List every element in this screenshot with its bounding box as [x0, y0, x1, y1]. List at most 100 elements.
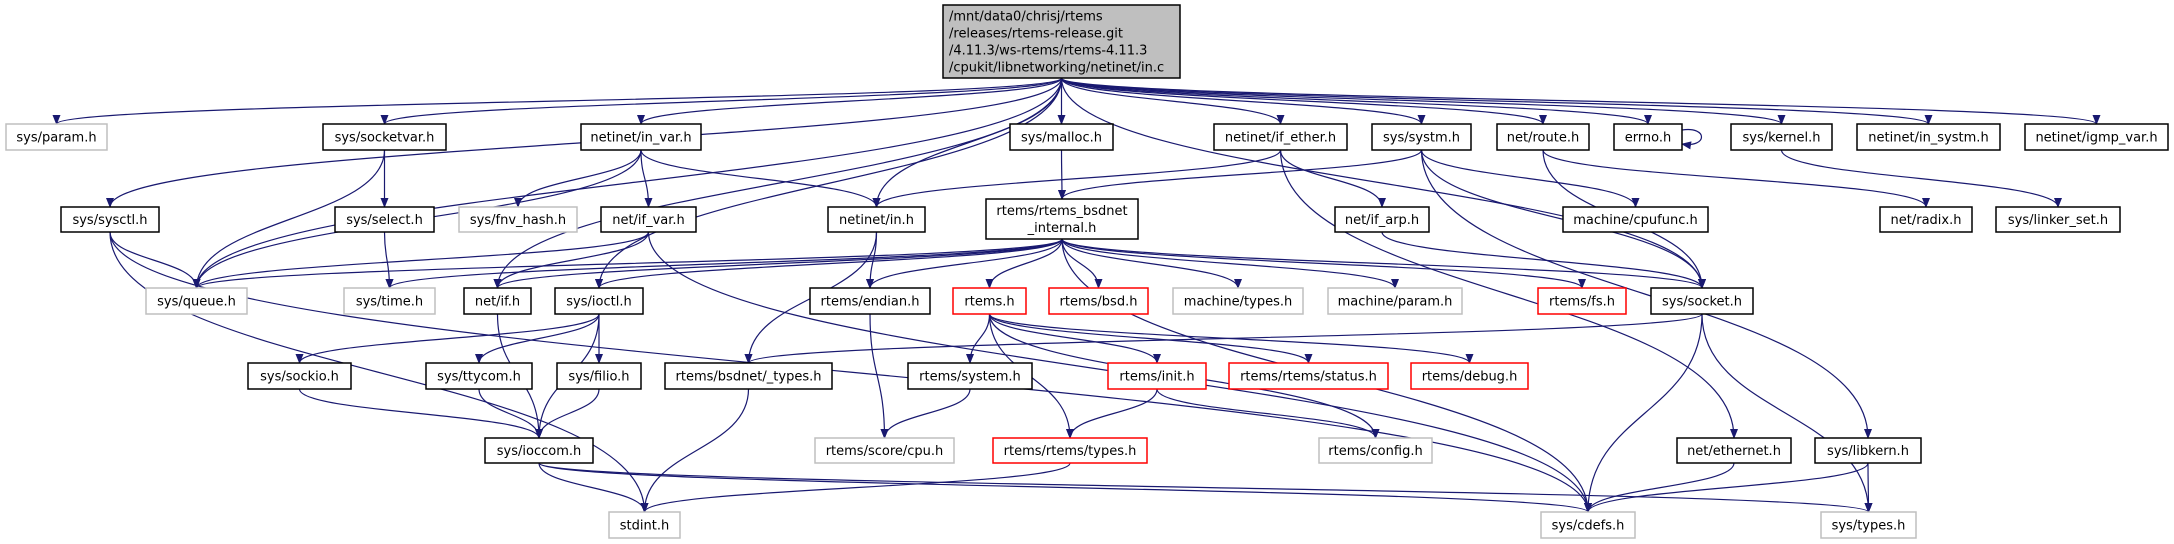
- node-box[interactable]: [1496, 123, 1590, 151]
- node-box[interactable]: [247, 362, 352, 390]
- node-fs[interactable]: rtems/fs.h: [1537, 287, 1627, 315]
- node-box[interactable]: [1540, 511, 1636, 539]
- node-box[interactable]: [827, 206, 926, 233]
- node-sysctl[interactable]: sys/sysctl.h: [60, 206, 160, 233]
- node-in_var[interactable]: netinet/in_var.h: [580, 123, 702, 151]
- node-cdefs[interactable]: sys/cdefs.h: [1540, 511, 1636, 539]
- node-box[interactable]: [1730, 123, 1833, 151]
- node-box[interactable]: [985, 198, 1139, 240]
- node-select[interactable]: sys/select.h: [334, 206, 435, 233]
- node-box[interactable]: [5, 123, 108, 151]
- node-ttycom[interactable]: sys/ttycom.h: [425, 362, 533, 390]
- node-cpu[interactable]: rtems/score/cpu.h: [814, 437, 955, 464]
- node-kernel[interactable]: sys/kernel.h: [1730, 123, 1833, 151]
- node-stdint[interactable]: stdint.h: [608, 511, 681, 539]
- node-rtems[interactable]: rtems.h: [952, 287, 1027, 315]
- node-box[interactable]: [458, 206, 578, 233]
- node-igmp_var[interactable]: netinet/igmp_var.h: [2024, 123, 2169, 151]
- node-box[interactable]: [580, 123, 702, 151]
- node-box[interactable]: [1009, 123, 1114, 151]
- node-sockio[interactable]: sys/sockio.h: [247, 362, 352, 390]
- node-in_systm[interactable]: netinet/in_systm.h: [1856, 123, 2001, 151]
- node-libkern[interactable]: sys/libkern.h: [1814, 437, 1922, 464]
- node-box[interactable]: [1107, 362, 1207, 390]
- node-radix[interactable]: net/radix.h: [1879, 206, 1973, 233]
- node-mparam[interactable]: machine/param.h: [1327, 287, 1463, 315]
- node-if_arp[interactable]: net/if_arp.h: [1334, 206, 1430, 233]
- node-cpufunc[interactable]: machine/cpufunc.h: [1562, 206, 1709, 233]
- node-mtypes[interactable]: machine/types.h: [1172, 287, 1304, 315]
- node-box[interactable]: [2024, 123, 2169, 151]
- node-status[interactable]: rtems/rtems/status.h: [1228, 362, 1389, 390]
- node-socketvar[interactable]: sys/socketvar.h: [322, 123, 447, 151]
- node-init[interactable]: rtems/init.h: [1107, 362, 1207, 390]
- node-box[interactable]: [809, 287, 931, 315]
- node-box[interactable]: [334, 206, 435, 233]
- node-linker_set[interactable]: sys/linker_set.h: [1995, 206, 2121, 233]
- node-box[interactable]: [1995, 206, 2121, 233]
- node-box[interactable]: [1650, 287, 1754, 315]
- node-box[interactable]: [1213, 123, 1348, 151]
- node-in[interactable]: netinet/in.h: [827, 206, 926, 233]
- node-rtypes[interactable]: rtems/rtems/types.h: [992, 437, 1148, 464]
- node-filio[interactable]: sys/filio.h: [556, 362, 642, 390]
- node-box[interactable]: [992, 437, 1148, 464]
- node-ioctl[interactable]: sys/ioctl.h: [554, 287, 644, 315]
- node-types[interactable]: sys/types.h: [1820, 511, 1917, 539]
- node-box[interactable]: [484, 437, 594, 464]
- node-box[interactable]: [60, 206, 160, 233]
- node-box[interactable]: [556, 362, 642, 390]
- node-malloc[interactable]: sys/malloc.h: [1009, 123, 1114, 151]
- node-box[interactable]: [463, 287, 532, 315]
- node-time[interactable]: sys/time.h: [343, 287, 436, 315]
- node-if[interactable]: net/if.h: [463, 287, 532, 315]
- node-route[interactable]: net/route.h: [1496, 123, 1590, 151]
- node-box[interactable]: [1172, 287, 1304, 315]
- node-box[interactable]: [1334, 206, 1430, 233]
- node-ethernet[interactable]: net/ethernet.h: [1676, 437, 1792, 464]
- node-box[interactable]: [343, 287, 436, 315]
- node-box[interactable]: [1879, 206, 1973, 233]
- node-box[interactable]: [814, 437, 955, 464]
- node-box[interactable]: [1856, 123, 2001, 151]
- node-box[interactable]: [1318, 437, 1433, 464]
- node-socket[interactable]: sys/socket.h: [1650, 287, 1754, 315]
- node-box[interactable]: [1410, 362, 1529, 390]
- node-queue[interactable]: sys/queue.h: [145, 287, 248, 315]
- node-box[interactable]: [1562, 206, 1709, 233]
- node-box[interactable]: [1371, 123, 1472, 151]
- node-box[interactable]: [952, 287, 1027, 315]
- node-errno[interactable]: errno.h: [1613, 123, 1683, 151]
- node-box[interactable]: [1537, 287, 1627, 315]
- node-bsdnet[interactable]: rtems/rtems_bsdnet_internal.h: [985, 198, 1139, 240]
- node-box[interactable]: [1820, 511, 1917, 539]
- node-box[interactable]: [145, 287, 248, 315]
- node-debug[interactable]: rtems/debug.h: [1410, 362, 1529, 390]
- node-system[interactable]: rtems/system.h: [907, 362, 1033, 390]
- node-bsdnet_types[interactable]: rtems/bsdnet/_types.h: [664, 362, 833, 390]
- node-box[interactable]: [1048, 287, 1149, 315]
- node-box[interactable]: [1676, 437, 1792, 464]
- node-box[interactable]: [322, 123, 447, 151]
- node-box[interactable]: [907, 362, 1033, 390]
- node-box[interactable]: [1228, 362, 1389, 390]
- node-bsd[interactable]: rtems/bsd.h: [1048, 287, 1149, 315]
- node-if_var[interactable]: net/if_var.h: [600, 206, 697, 233]
- node-fnv_hash[interactable]: sys/fnv_hash.h: [458, 206, 578, 233]
- node-box[interactable]: [942, 4, 1181, 79]
- node-box[interactable]: [1814, 437, 1922, 464]
- node-root[interactable]: /mnt/data0/chrisj/rtems/releases/rtems-r…: [942, 4, 1181, 79]
- node-box[interactable]: [1327, 287, 1463, 315]
- node-param[interactable]: sys/param.h: [5, 123, 108, 151]
- node-box[interactable]: [1613, 123, 1683, 151]
- node-box[interactable]: [554, 287, 644, 315]
- node-box[interactable]: [664, 362, 833, 390]
- node-box[interactable]: [608, 511, 681, 539]
- node-box[interactable]: [600, 206, 697, 233]
- node-if_ether[interactable]: netinet/if_ether.h: [1213, 123, 1348, 151]
- node-systm[interactable]: sys/systm.h: [1371, 123, 1472, 151]
- node-config[interactable]: rtems/config.h: [1318, 437, 1433, 464]
- node-endian[interactable]: rtems/endian.h: [809, 287, 931, 315]
- node-box[interactable]: [425, 362, 533, 390]
- node-ioccom[interactable]: sys/ioccom.h: [484, 437, 594, 464]
